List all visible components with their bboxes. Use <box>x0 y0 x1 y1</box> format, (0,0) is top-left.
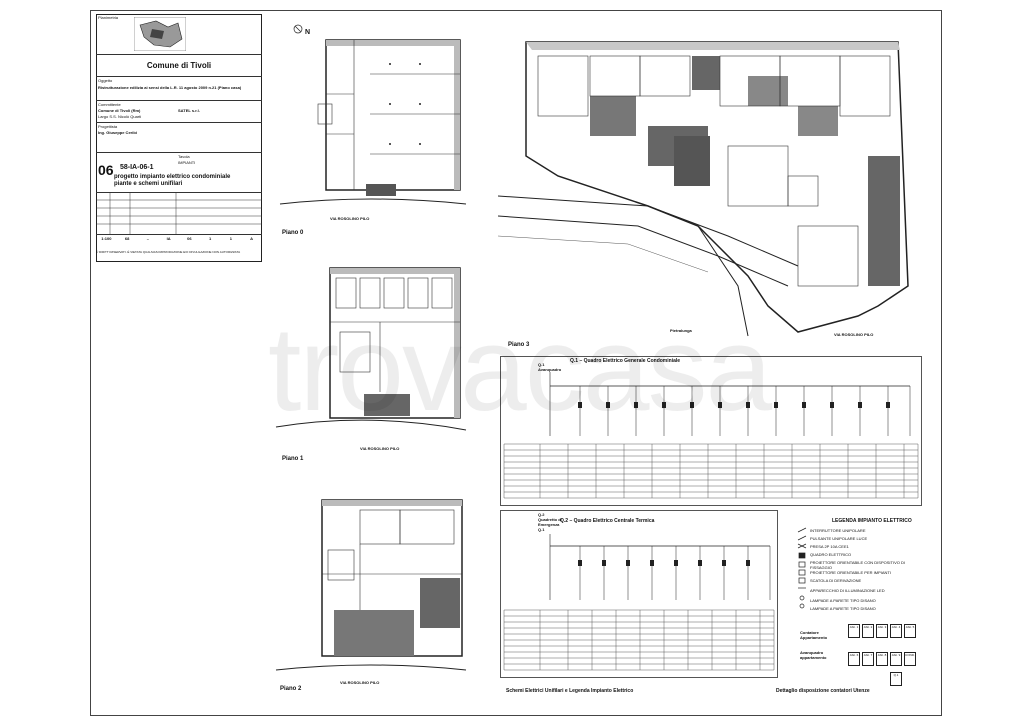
impresa: SATEL s.r.l. <box>178 108 200 113</box>
scale-cell: 06 <box>187 236 192 241</box>
municipality: Comune di Tivoli <box>146 61 212 70</box>
piano3-plan <box>498 41 909 337</box>
piano1-plan <box>275 267 467 431</box>
scale-cell: 68 <box>124 236 130 241</box>
committente-address: Largo S.S. Nicolò Quarti <box>98 114 142 119</box>
sheet-number: 06 <box>98 162 114 178</box>
scale-cell: IA <box>166 236 171 241</box>
scale-cell: A <box>250 236 254 241</box>
scale-cell: – <box>146 236 149 241</box>
committente-label: Committente <box>98 102 121 107</box>
tipo-label: IMPIANTI <box>178 160 196 165</box>
drawing-title-2: piante e schemi unifilari <box>114 181 183 187</box>
committente: Comune di Tivoli (Rm) <box>98 108 141 113</box>
piano2-plan <box>275 499 467 671</box>
piano2-street: VIA ROSOLINO PILO <box>340 680 380 685</box>
piano0-label: Piano 0 <box>282 230 304 236</box>
meter-top: Abit. 2 <box>862 624 874 638</box>
legend-item: SCATOLA DI DERIVAZIONE <box>810 578 862 583</box>
legend-title: LEGENDA IMPIANTO ELETTRICO <box>832 518 912 524</box>
schematic-top-title: Q.1 – Quadro Elettrico Generale Condomin… <box>570 358 681 364</box>
meter-bottom: Abit. 9 <box>890 652 902 666</box>
footer-detail: Dettaglio disposizione contatori Utenze <box>776 688 870 694</box>
schematic-bottom-title: Q.2 – Quadro Elettrico Centrale Termica <box>560 518 655 524</box>
piano3-label: Piano 3 <box>508 342 530 348</box>
meter-bottom: Abit. 6 <box>848 652 860 666</box>
meter-bottom: Abit. 8 <box>876 652 888 666</box>
progettista: Ing. Giuseppe Ceribi <box>98 130 137 135</box>
piano1-street: VIA ROSOLINO PILO <box>360 446 400 451</box>
piano1-label: Piano 1 <box>282 456 304 462</box>
meter-top: Abit. 1 <box>848 624 860 638</box>
legend-item: LAMPADE A PARETE TIPO DISANO <box>810 606 876 611</box>
avanquadro-label: Avanquadro appartamento <box>800 650 827 660</box>
meter-bottom: Abit. 7 <box>862 652 874 666</box>
piano0-street: VIA ROSOLINO PILO <box>330 216 370 221</box>
revision-table <box>96 192 262 234</box>
schematic-top-left: Q.1 Avanquadro <box>538 362 562 372</box>
scale-row: 1:100 68 – IA 06 1 1 A <box>96 236 262 250</box>
legend-item: LAMPADE A PARETE TIPO DISANO <box>810 598 876 603</box>
legend-item: PULSANTE UNIPOLARE LUCE <box>810 536 868 541</box>
north-arrow-icon <box>293 24 303 34</box>
oggetto: Ristrutturazione edilizia ai sensi della… <box>98 85 242 90</box>
legend-item: INTERRUTTORE UNIPOLARE <box>810 528 866 533</box>
north-label: N <box>304 29 311 36</box>
oggetto-label: Oggetto <box>98 78 113 83</box>
piano0-plan <box>279 39 467 205</box>
legend-item: PRESA 2P 10A CEE1 <box>810 544 849 549</box>
title-block <box>96 14 262 262</box>
legend-item: APPARECCHIO DI ILLUMINAZIONE LED <box>810 588 885 593</box>
schematic-bottom-left: Q.2 Quadretto di Emergenza Q.1 <box>538 512 562 532</box>
schematic-bottom-diagram <box>503 534 775 671</box>
legend-item: PROIETTORE ORIENTABILE PER IMPIANTI <box>810 570 891 575</box>
meter-single: Q.1 <box>890 672 902 686</box>
meter-top: Abit. 5 <box>904 624 916 638</box>
key-map-thumbnail <box>134 17 186 51</box>
progettista-label: Progettista <box>98 124 118 129</box>
schematic-top-diagram <box>503 372 919 499</box>
sheet-border <box>90 10 942 716</box>
drawing-title-1: progetto impianto elettrico condominiale <box>114 174 231 180</box>
meter-top: Abit. 3 <box>876 624 888 638</box>
meter-bottom: COND. <box>904 652 916 666</box>
meter-top: Abit. 4 <box>890 624 902 638</box>
drawing-code: 58-IA-06-1 <box>120 164 154 171</box>
legend-symbols <box>797 527 807 609</box>
schematic-top <box>500 356 922 506</box>
contatore-label: Contatore Appartamento <box>800 630 828 640</box>
footer-note: © DIRITTI RISERVATI. È VIETATA QUALSIASI… <box>96 250 241 254</box>
title-header-label: Planimetria <box>98 15 119 20</box>
legend-item: PROIETTORE ORIENTABILE CON DISPOSITIVO D… <box>810 560 905 570</box>
scale-cell: 1:100 <box>101 236 112 241</box>
scale-cell: 1 <box>229 236 232 241</box>
piano3-street-b: Pietralunga <box>670 328 692 333</box>
piano2-label: Piano 2 <box>280 686 302 692</box>
footer-schemes: Schemi Elettrici Unifilari e Legenda Imp… <box>506 688 634 694</box>
schematic-bottom <box>500 510 778 678</box>
north-arrow: N <box>293 24 310 36</box>
tavola-label: Tavola <box>178 154 190 159</box>
piano3-street: VIA ROSOLINO PILO <box>834 332 874 337</box>
scale-cell: 1 <box>209 236 212 241</box>
legend-item: QUADRO ELETTRICO <box>810 552 852 557</box>
